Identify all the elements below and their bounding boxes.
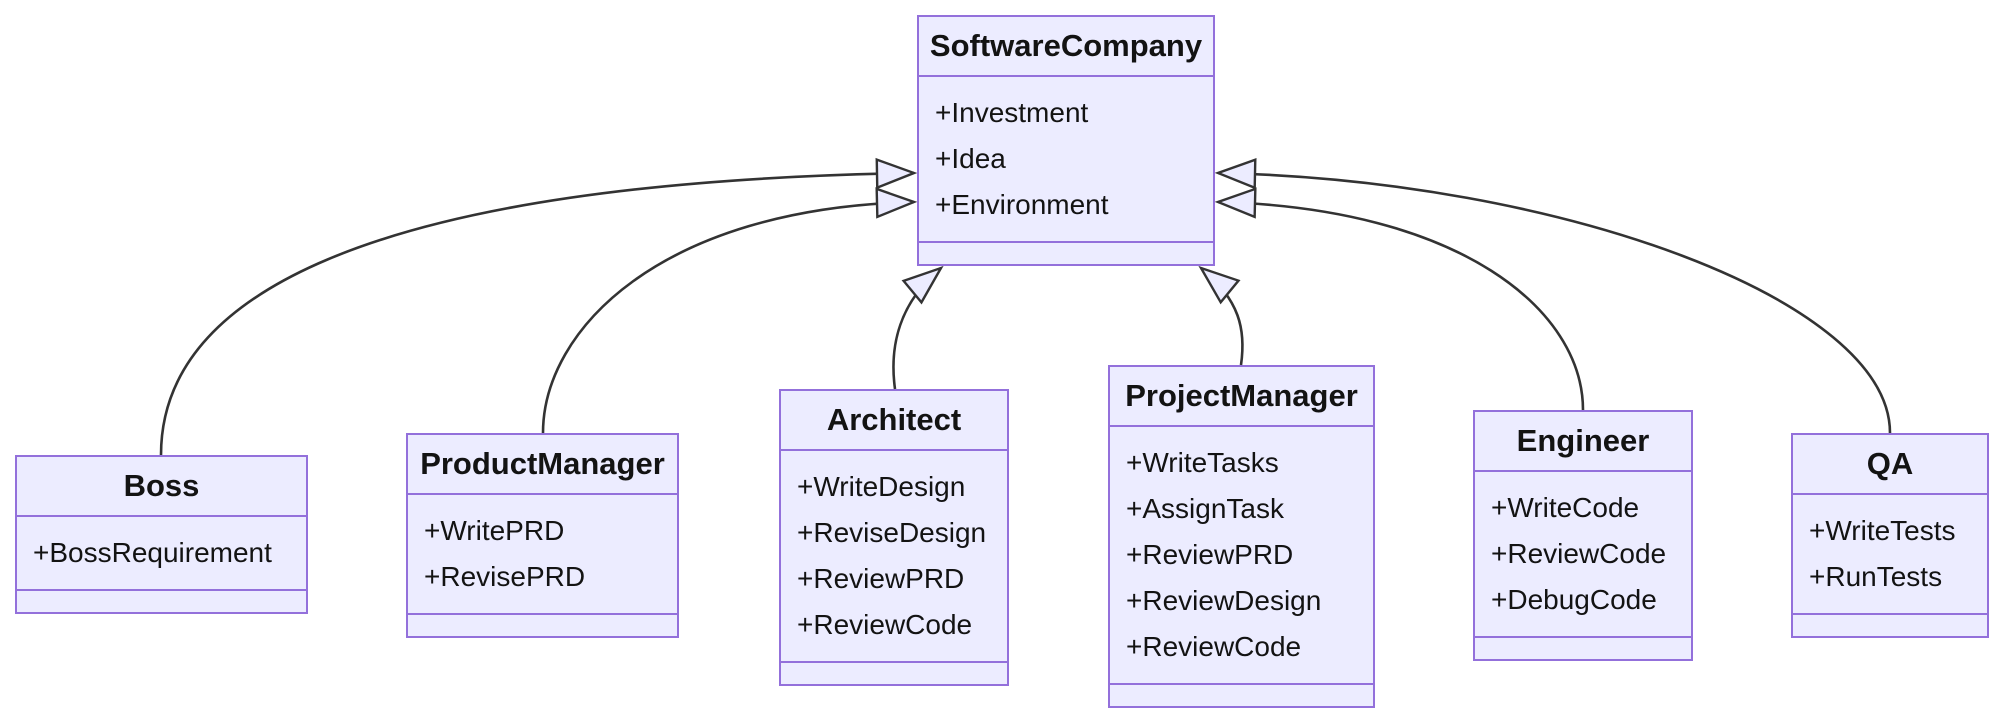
class-member: +ReviewPRD bbox=[797, 563, 965, 594]
class-title-qa: QA bbox=[1793, 435, 1987, 495]
empty-methods-compartment bbox=[1110, 685, 1373, 706]
class-member: +ReviewPRD bbox=[1126, 539, 1294, 570]
class-members-engineer: +WriteCode +ReviewCode +DebugCode bbox=[1475, 472, 1691, 638]
class-member: +Environment bbox=[935, 189, 1109, 220]
class-members-productmanager: +WritePRD +RevisePRD bbox=[408, 495, 677, 615]
class-box-engineer: Engineer +WriteCode +ReviewCode +DebugCode bbox=[1473, 410, 1693, 661]
class-members-softwarecompany: +Investment +Idea +Environment bbox=[919, 77, 1213, 243]
class-member: +WriteTasks bbox=[1126, 447, 1279, 478]
class-box-architect: Architect +WriteDesign +ReviseDesign +Revie… bbox=[779, 389, 1009, 686]
class-members-architect: +WriteDesign +ReviseDesign +ReviewPRD +Revi… bbox=[781, 451, 1007, 663]
class-members-qa: +WriteTests +RunTests bbox=[1793, 495, 1987, 615]
class-member: +AssignTask bbox=[1126, 493, 1284, 524]
class-title-softwarecompany: SoftwareCompany bbox=[919, 17, 1213, 77]
empty-methods-compartment bbox=[1475, 638, 1691, 659]
class-box-projectmanager: ProjectManager +WriteTasks +AssignTask +Rev… bbox=[1108, 365, 1375, 708]
class-member: +RunTests bbox=[1809, 561, 1943, 592]
class-title-engineer: Engineer bbox=[1475, 412, 1691, 472]
empty-methods-compartment bbox=[919, 243, 1213, 264]
class-member: +WriteTests bbox=[1809, 515, 1956, 546]
class-title-projectmanager: ProjectManager bbox=[1110, 367, 1373, 427]
empty-methods-compartment bbox=[1793, 615, 1987, 636]
empty-methods-compartment bbox=[781, 663, 1007, 684]
class-title-boss: Boss bbox=[17, 457, 306, 517]
class-member: +ReviewCode bbox=[797, 609, 973, 640]
class-member: +DebugCode bbox=[1491, 584, 1657, 615]
inheritance-edge-architect-to-softwarecompany bbox=[892, 268, 941, 390]
class-member: +BossRequirement bbox=[33, 537, 272, 568]
class-member: +WritePRD bbox=[424, 515, 565, 546]
class-member: +ReviewDesign bbox=[1126, 585, 1322, 616]
class-member: +Idea bbox=[935, 143, 1006, 174]
class-box-boss: Boss +BossRequirement bbox=[15, 455, 308, 614]
class-box-softwarecompany: SoftwareCompany +Investment +Idea +Environm… bbox=[917, 15, 1215, 266]
class-member: +ReviewCode bbox=[1126, 631, 1302, 662]
class-member: +Investment bbox=[935, 97, 1089, 128]
class-members-projectmanager: +WriteTasks +AssignTask +ReviewPRD +ReviewD… bbox=[1110, 427, 1373, 685]
class-member: +ReviseDesign bbox=[797, 517, 987, 548]
class-title-architect: Architect bbox=[781, 391, 1007, 451]
class-member: +RevisePRD bbox=[424, 561, 586, 592]
class-members-boss: +BossRequirement bbox=[17, 517, 306, 591]
class-member: +WriteDesign bbox=[797, 471, 966, 502]
empty-methods-compartment bbox=[408, 615, 677, 636]
class-member: +ReviewCode bbox=[1491, 538, 1667, 569]
inheritance-edge-projectmanager-to-softwarecompany bbox=[1201, 268, 1244, 366]
empty-methods-compartment bbox=[17, 591, 306, 612]
class-box-productmanager: ProductManager +WritePRD +RevisePRD bbox=[406, 433, 679, 638]
class-title-productmanager: ProductManager bbox=[408, 435, 677, 495]
class-box-qa: QA +WriteTests +RunTests bbox=[1791, 433, 1989, 638]
class-member: +WriteCode bbox=[1491, 492, 1640, 523]
